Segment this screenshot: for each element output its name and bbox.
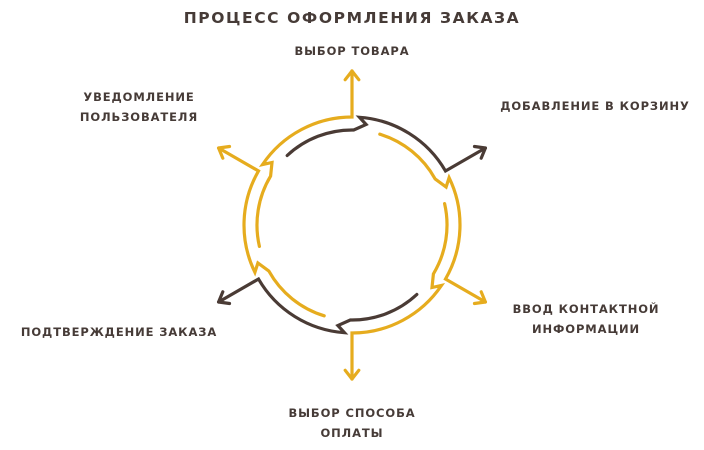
- arrow-head-icon: [472, 144, 487, 160]
- diagram-title: ПРОЦЕСС ОФОРМЛЕНИЯ ЗАКАЗА: [183, 9, 521, 27]
- cycle-segments: [217, 69, 487, 381]
- arrow-head-icon: [217, 290, 232, 306]
- arrow-head-icon: [343, 69, 361, 82]
- cycle-segment-add-to-cart: [285, 115, 487, 174]
- arrow-head-icon: [472, 290, 487, 306]
- arrow-head-icon: [217, 144, 232, 160]
- cycle-segment-order-confirmation: [217, 276, 419, 335]
- step-label-user-notification: УВЕДОМЛЕНИЕ ПОЛЬЗОВАТЕЛЯ: [79, 90, 199, 124]
- step-label-contact-info: ВВОД КОНТАКТНОЙ ИНФОРМАЦИИ: [512, 302, 660, 336]
- step-label-select-product: ВЫБОР ТОВАРА: [294, 44, 410, 58]
- cycle-segment-user-notification: [217, 146, 326, 318]
- cycle-segment-payment-method: [350, 202, 449, 381]
- step-label-add-to-cart: ДОБАВЛЕНИЕ В КОРЗИНУ: [500, 99, 690, 113]
- cycle-segment-select-product: [255, 69, 354, 248]
- arrow-head-icon: [343, 368, 361, 381]
- step-label-order-confirmation: ПОДТВЕРЖДЕНИЕ ЗАКАЗА: [20, 325, 218, 339]
- cycle-segment-contact-info: [378, 132, 487, 304]
- step-label-payment-method: ВЫБОР СПОСОБА ОПЛАТЫ: [288, 406, 416, 440]
